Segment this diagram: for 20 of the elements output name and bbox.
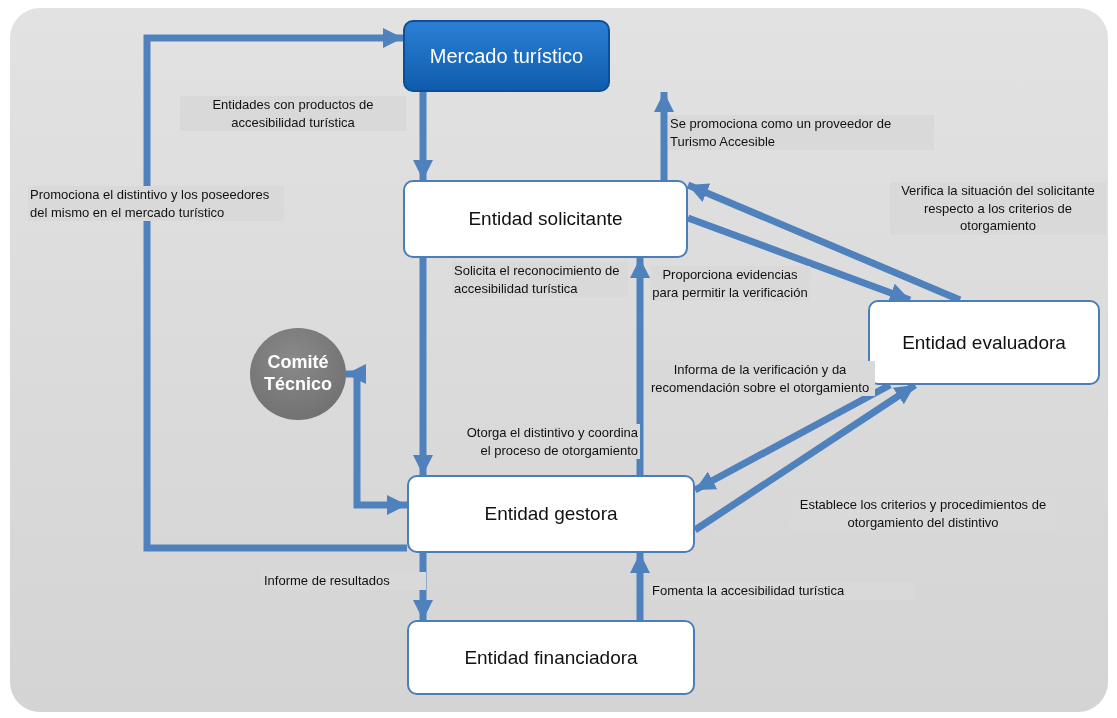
- process-box: Entidad solicitante: [403, 180, 688, 258]
- arrow: [630, 258, 650, 475]
- edge-label: Solicita el reconocimiento de accesibilidad turística: [452, 262, 628, 298]
- arrow: [413, 258, 433, 475]
- edge-label: Verifica la situación del solicitante respecto a los criterios de otorgamiento: [890, 182, 1106, 235]
- arrow: [413, 92, 433, 180]
- edge-label: Se promociona como un proveedor de Turismo Accesible: [668, 115, 934, 151]
- arrow: [413, 553, 433, 620]
- market-box: Mercado turístico: [403, 20, 610, 92]
- arrow: [693, 382, 917, 533]
- edge-label: Entidades con productos de accesibilidad turística: [180, 96, 406, 132]
- process-box: Entidad gestora: [407, 475, 695, 553]
- edge-label: Promociona el distintivo y los poseedores del mismo en el mercado turístico: [28, 186, 284, 222]
- edge-label: Informe de resultados: [262, 572, 426, 590]
- edge-label: Proporciona evidencias para permitir la verificación: [650, 266, 810, 302]
- process-box: Entidad evaluadora: [868, 300, 1100, 385]
- arrow: [346, 364, 407, 515]
- arrow: [630, 553, 650, 620]
- arrow: [143, 28, 407, 552]
- process-box: Entidad financiadora: [407, 620, 695, 695]
